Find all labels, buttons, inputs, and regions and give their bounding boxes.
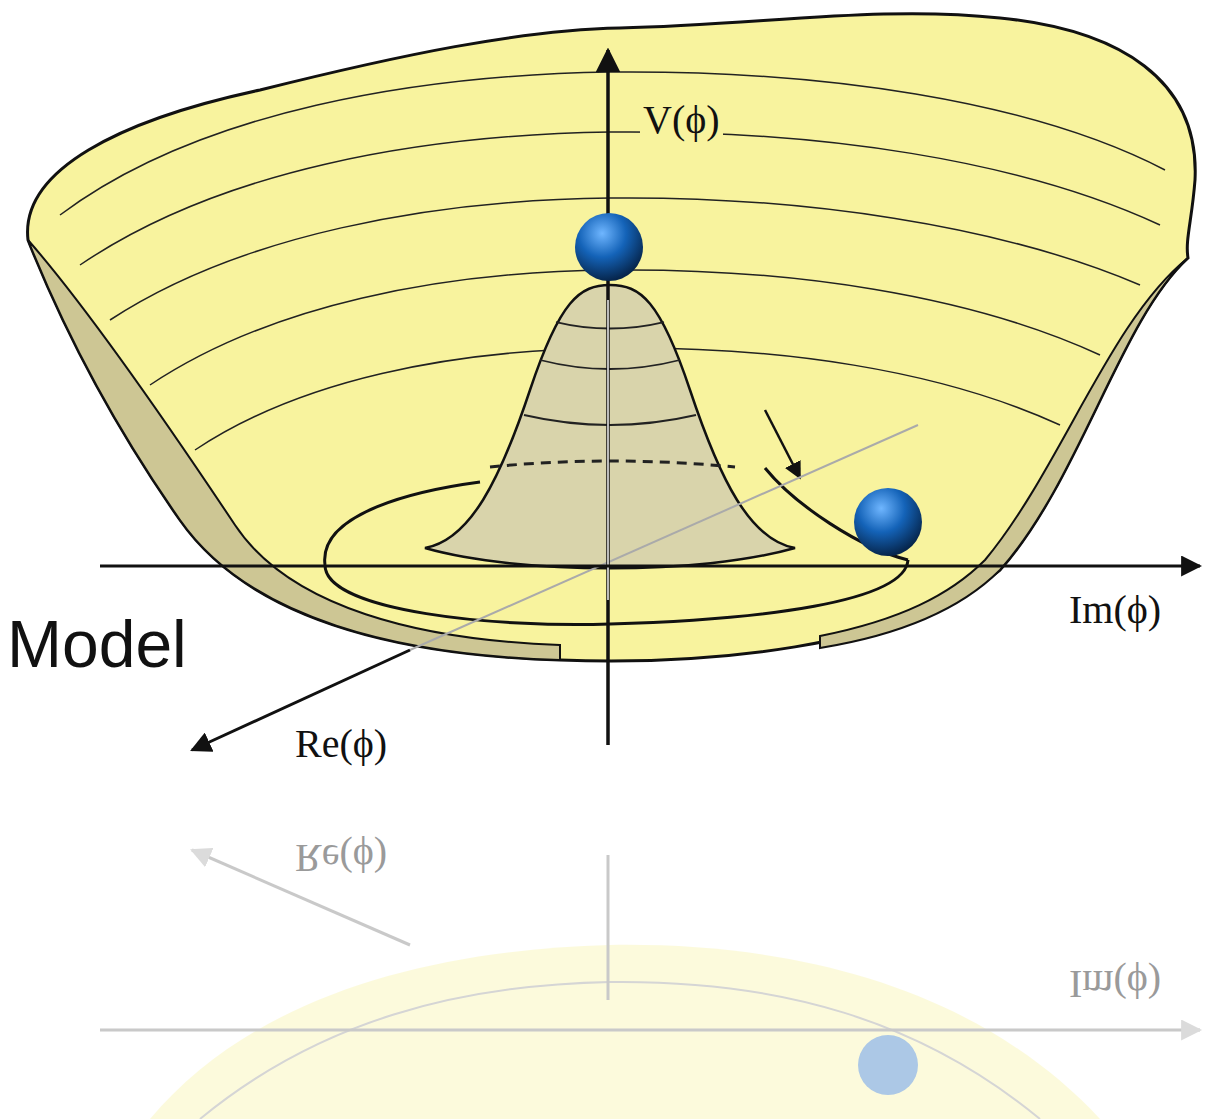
im-axis xyxy=(100,565,1200,568)
bowl-wall xyxy=(28,240,560,660)
v-axis xyxy=(606,50,610,745)
axis-label: Im(ϕ) xyxy=(1066,588,1164,632)
axis-label: V(ϕ) xyxy=(640,98,723,142)
v-axis-hidden xyxy=(607,300,609,600)
ball-unstable xyxy=(575,213,643,281)
reflected-axis-label: Im(ϕ) xyxy=(1066,962,1164,1006)
reflected-axis-label: Re(ϕ) xyxy=(292,836,390,880)
title-fragment: Model xyxy=(4,608,190,681)
bowl-surface xyxy=(28,14,1196,661)
axis-label: Re(ϕ) xyxy=(292,722,390,766)
re-axis-hidden xyxy=(410,425,918,650)
roll-arrow xyxy=(765,410,800,478)
hump-contours xyxy=(490,322,735,467)
reflection xyxy=(100,850,1200,1119)
ball-vacuum xyxy=(854,488,922,556)
hump xyxy=(425,285,795,568)
potential-minimum-curve xyxy=(325,468,908,625)
